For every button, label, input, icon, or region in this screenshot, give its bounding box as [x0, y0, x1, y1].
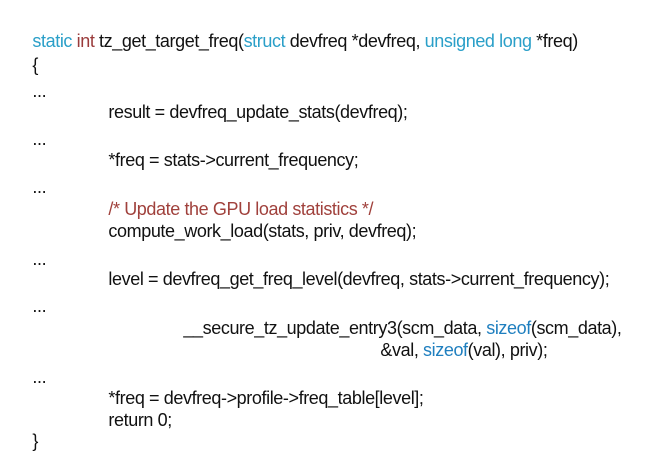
code-line-ellipsis: ... — [14, 226, 46, 269]
code-line-close-brace: } — [14, 408, 38, 451]
code-line-freq-table: *freq = devfreq->profile->freq_table[lev… — [90, 365, 423, 408]
code-token: (val), priv); — [467, 340, 548, 360]
code-token: *freq = devfreq->profile->freq_table[lev… — [108, 388, 424, 408]
code-token: return 0; — [108, 410, 172, 430]
keyword-token: unsigned long — [424, 31, 532, 51]
code-line-open-brace: { — [14, 32, 38, 75]
code-token: ... — [32, 81, 47, 101]
code-token: tz_get_target_freq( — [94, 31, 244, 51]
code-token: ... — [32, 367, 47, 387]
code-line-signature: static int tz_get_target_freq(struct dev… — [14, 8, 578, 51]
code-token: { — [32, 55, 39, 75]
code-token: compute_work_load(stats, priv, devfreq); — [108, 221, 417, 241]
code-line-compute-load: compute_work_load(stats, priv, devfreq); — [90, 198, 416, 241]
code-token: ... — [32, 249, 47, 269]
code-line-freq-level: level = devfreq_get_freq_level(devfreq, … — [90, 246, 609, 289]
code-token: } — [32, 431, 39, 451]
code-token: *freq = stats->current_frequency; — [108, 150, 359, 170]
code-line-ellipsis: ... — [14, 273, 46, 316]
code-token: (scm_data), — [530, 318, 622, 338]
code-line-ellipsis: ... — [14, 154, 46, 197]
code-line-ellipsis: ... — [14, 58, 46, 101]
code-line-comment: /* Update the GPU load statistics */ — [90, 176, 373, 219]
sizeof-token: sizeof — [423, 340, 468, 360]
code-token: result = devfreq_update_stats(devfreq); — [108, 102, 408, 122]
code-token: level = devfreq_get_freq_level(devfreq, … — [108, 269, 610, 289]
code-token: ... — [32, 129, 47, 149]
code-line-return: return 0; — [90, 387, 172, 430]
keyword-token: int — [76, 31, 95, 51]
code-token: &val, — [380, 340, 424, 360]
code-line-freq-assign: *freq = stats->current_frequency; — [90, 127, 358, 170]
code-line-ellipsis: ... — [14, 344, 46, 387]
code-line-ellipsis: ... — [14, 106, 46, 149]
comment-token: /* Update the GPU load statistics */ — [108, 199, 374, 219]
code-token: *freq) — [531, 31, 578, 51]
keyword-token: struct — [243, 31, 286, 51]
keyword-token: static — [32, 31, 73, 51]
code-token: ... — [32, 296, 47, 316]
code-listing: static int tz_get_target_freq(struct dev… — [14, 8, 621, 451]
code-line-update-stats: result = devfreq_update_stats(devfreq); — [90, 79, 407, 122]
code-token: __secure_tz_update_entry3(scm_data, — [183, 318, 487, 338]
code-token: devfreq *devfreq, — [285, 31, 425, 51]
code-line-secure-update: __secure_tz_update_entry3(scm_data, size… — [165, 295, 621, 338]
code-line-secure-update-cont: &val, sizeof(val), priv); — [362, 317, 547, 360]
code-token: ... — [32, 177, 47, 197]
sizeof-token: sizeof — [486, 318, 531, 338]
